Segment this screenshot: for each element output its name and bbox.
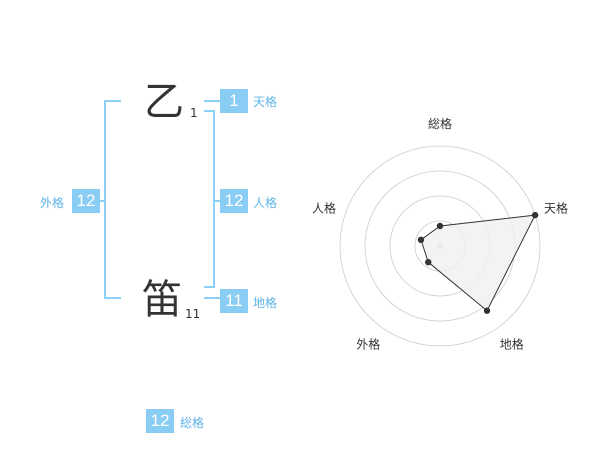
jinkaku-value: 12 [220,189,248,213]
name-char-2-strokes: 11 [185,307,201,321]
gaikaku-label: 外格 [40,196,65,210]
gaikaku-value: 12 [72,189,100,213]
soukaku-value: 12 [146,409,174,433]
chikaku-connector [204,297,220,299]
radar-point-4 [417,236,425,244]
tenkaku-connector [204,100,220,102]
jinkaku-bracket-bottom [204,286,215,288]
radar-points [417,211,539,314]
radar-shape [420,214,536,312]
soukaku-label: 総格 [180,416,205,430]
radar-point-1 [531,211,539,219]
radar-point-2 [483,307,491,314]
jinkaku-connector [213,200,220,202]
name-char-1-strokes: 1 [190,106,198,120]
gaikaku-bracket-vertical [104,100,106,299]
jinkaku-bracket-top [204,110,215,112]
radar-axis-label-4: 人格 [312,200,336,215]
chikaku-value: 11 [220,289,248,313]
chikaku-label: 地格 [253,296,278,310]
radar-point-0 [436,222,444,230]
radar-axis-label-2: 地格 [500,337,524,352]
gaikaku-bracket-top [104,100,121,102]
gaikaku-bracket-bottom [104,297,121,299]
radar-axis-label-0: 総格 [428,116,452,131]
radar-axis-label-3: 外格 [356,337,380,352]
jinkaku-bracket-vertical [213,110,215,288]
radar-point-3 [425,258,432,266]
gaikaku-connector [100,200,106,202]
name-char-1: 乙 [144,79,184,125]
radar-axis-label-1: 天格 [544,200,568,215]
tenkaku-value: 1 [220,89,248,113]
jinkaku-label: 人格 [253,196,278,210]
name-char-2: 笛 [142,277,182,323]
radar-ring-4 [339,145,541,347]
tenkaku-label: 天格 [253,95,278,109]
